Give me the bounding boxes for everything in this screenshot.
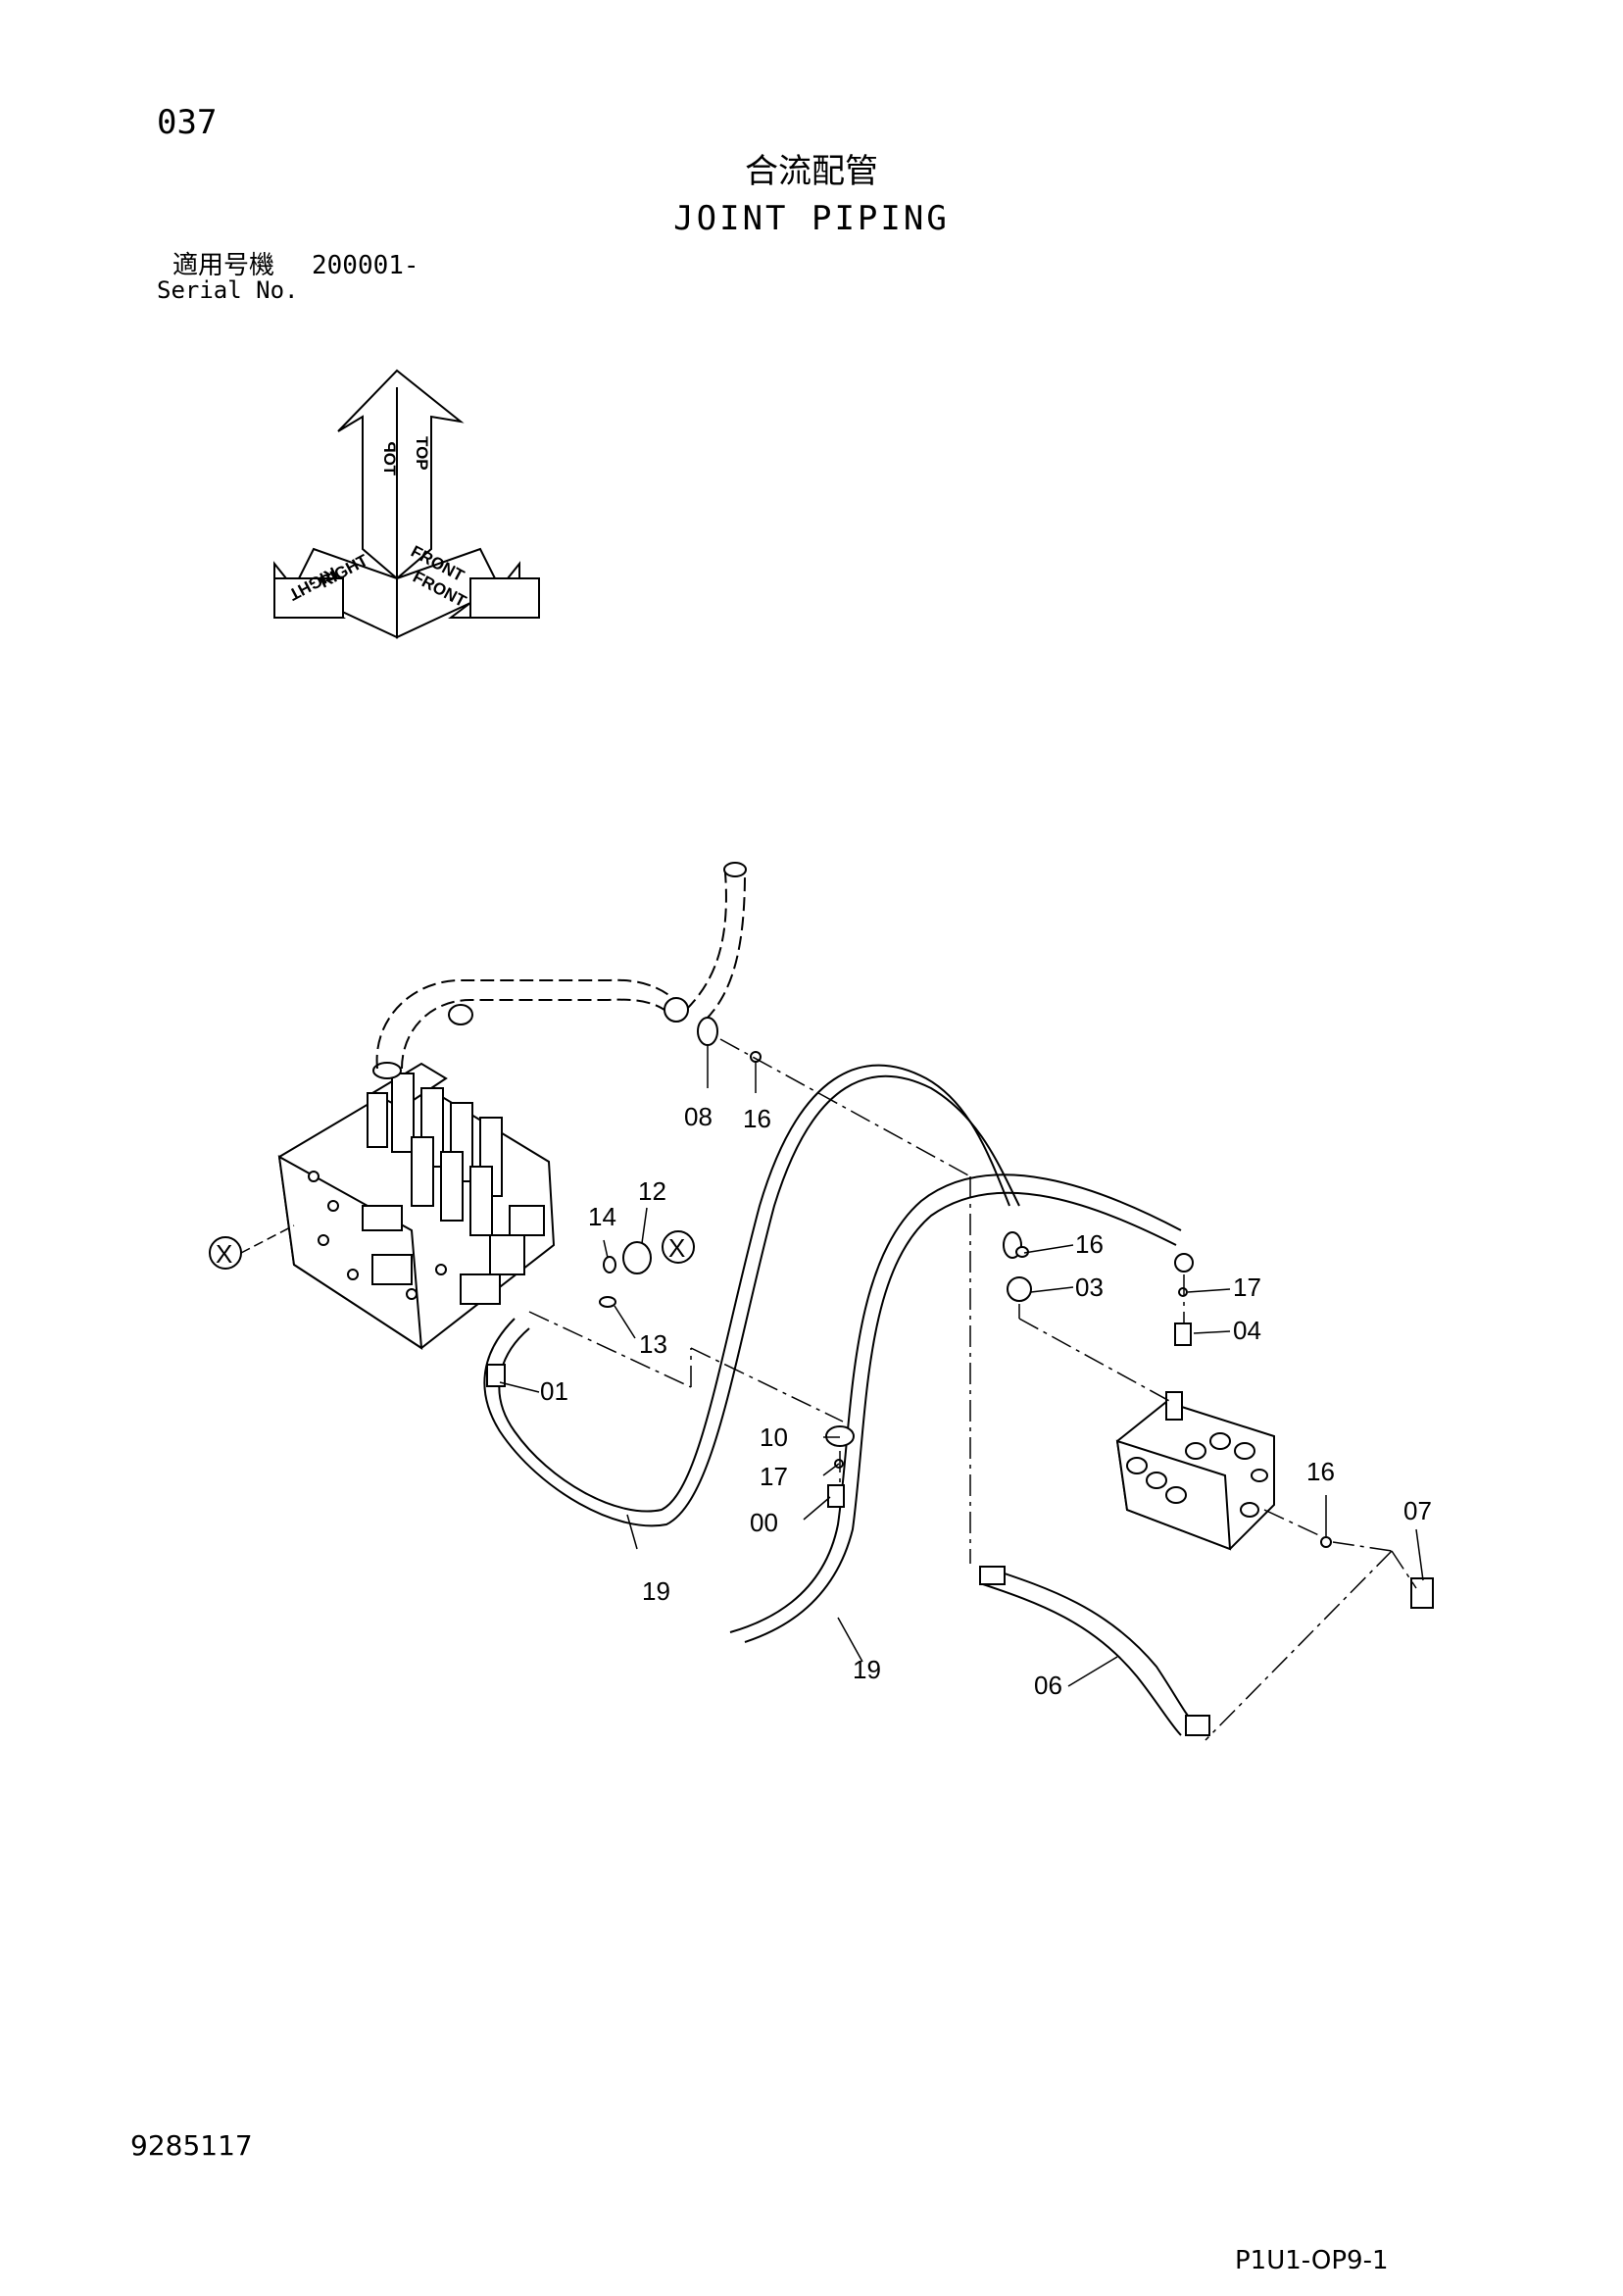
- callout-06: 06: [1034, 1671, 1062, 1700]
- fittings: [486, 1017, 1434, 1736]
- title-japanese: 合流配管: [745, 152, 878, 191]
- callout-16-top: 16: [743, 1104, 771, 1133]
- callout-04: 04: [1233, 1316, 1261, 1345]
- callout-10: 10: [760, 1423, 788, 1452]
- pipe-end-right: [1174, 1253, 1194, 1273]
- hose-clamp-01: [486, 1364, 506, 1387]
- hose-06: [979, 1568, 1197, 1736]
- bolt-13: [599, 1296, 616, 1308]
- callout-08: 08: [684, 1102, 713, 1131]
- page-number: 037: [157, 103, 218, 142]
- oring-16c: [1320, 1536, 1332, 1548]
- serial-value: 200001-: [312, 251, 419, 280]
- page-code: P1U1-OP9-1: [1235, 2246, 1389, 2275]
- main-control-valve: [277, 1062, 556, 1350]
- hose-right: [729, 1173, 1182, 1643]
- reference-x-markers: [209, 1230, 695, 1270]
- adapter-04: [1174, 1323, 1192, 1346]
- elbow-07: [1410, 1577, 1434, 1609]
- callout-00: 00: [750, 1508, 778, 1537]
- callout-19-right: 19: [853, 1655, 881, 1684]
- flange-12: [622, 1241, 652, 1274]
- callout-19-left: 19: [642, 1576, 670, 1606]
- callout-07: 07: [1403, 1496, 1432, 1525]
- callout-13: 13: [639, 1329, 667, 1359]
- document-number: 9285117: [130, 2129, 253, 2162]
- fitting-08: [697, 1017, 718, 1046]
- label-top-2: TOP: [380, 441, 399, 475]
- callout-03: 03: [1075, 1273, 1104, 1302]
- serial-label-english: Serial No.: [157, 276, 299, 304]
- secondary-valve: [1115, 1391, 1275, 1551]
- callout-16-right: 16: [1306, 1457, 1335, 1486]
- top-arrow: [337, 369, 465, 580]
- oring-17a: [1178, 1287, 1188, 1297]
- return-pipe-dashed: [375, 872, 746, 1070]
- return-pipe-ends: [448, 862, 747, 1025]
- callout-17-left: 17: [760, 1462, 788, 1491]
- connector-00: [827, 1484, 845, 1508]
- center-lines: [528, 1038, 1417, 1741]
- callout-16-mid: 16: [1075, 1229, 1104, 1259]
- oring-14: [603, 1256, 616, 1273]
- callout-01: 01: [540, 1376, 568, 1406]
- adapter-03: [1007, 1276, 1032, 1302]
- callout-12: 12: [638, 1176, 666, 1206]
- serial-label-japanese: 適用号機: [172, 251, 275, 280]
- elbow-10: [825, 1425, 855, 1447]
- leader-lines: [499, 1045, 1424, 1687]
- label-top-1: TOP: [413, 436, 431, 471]
- orientation-glyph: [273, 369, 540, 639]
- hose-end-06b: [1185, 1715, 1210, 1736]
- title-english: JOINT PIPING: [673, 199, 950, 238]
- callout-17-right: 17: [1233, 1273, 1261, 1302]
- x-marker-left: X: [216, 1239, 232, 1269]
- x-marker-right: X: [668, 1233, 685, 1263]
- callout-14: 14: [588, 1202, 616, 1231]
- hose-left: [483, 1064, 1020, 1527]
- hose-end-06a: [979, 1566, 1006, 1585]
